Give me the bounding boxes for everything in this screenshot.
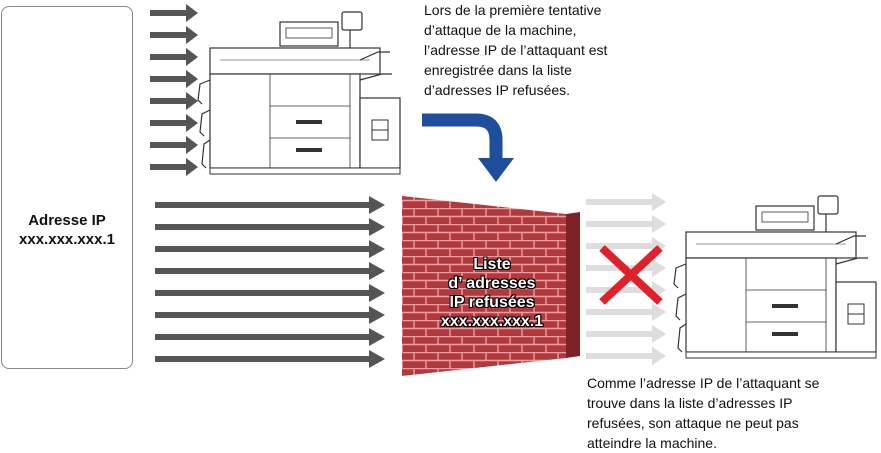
- blocked-cross-icon: [599, 245, 663, 305]
- attack-arrow: [150, 26, 198, 44]
- attack-arrow: [155, 196, 385, 214]
- attack-arrow: [155, 328, 385, 346]
- bottom-note-line: refusées, son attaque ne peut pas: [587, 415, 799, 431]
- attack-arrow: [155, 306, 385, 324]
- attacker-panel: [1, 6, 133, 369]
- wall-line: IP refusées: [449, 294, 535, 311]
- attack-arrow: [155, 218, 385, 236]
- attack-arrow: [155, 262, 385, 280]
- top-note-line: Lors de la première tentative: [424, 2, 602, 18]
- attack-arrow: [150, 48, 198, 66]
- top-note-line: d’adresses IP refusées.: [424, 82, 571, 98]
- rejected-arrow: [586, 303, 666, 321]
- wall-line: xxx.xxx.xxx.1: [440, 313, 544, 330]
- rejected-arrow: [586, 347, 666, 365]
- attack-arrow: [150, 158, 198, 176]
- attack-arrow: [155, 350, 385, 368]
- top-explanation: Lors de la première tentative d’attaque …: [424, 0, 674, 100]
- attack-arrow: [150, 114, 198, 132]
- attack-arrow: [155, 240, 385, 258]
- printer-icon-bottom: [673, 195, 877, 359]
- blocklist-label: Liste d’ adresses IP refusées xxx.xxx.xx…: [418, 255, 566, 331]
- bottom-note-line: atteindre la machine.: [587, 435, 717, 451]
- rejected-arrow: [586, 215, 666, 233]
- bottom-note-line: trouve dans la liste d’adresses IP: [587, 395, 793, 411]
- top-note-line: d’attaque de la machine,: [424, 22, 577, 38]
- bottom-explanation: Comme l’adresse IP de l’attaquant se tro…: [587, 373, 877, 453]
- printer-icon-top: [197, 11, 401, 175]
- attacker-title: Adresse IP: [28, 212, 106, 229]
- flow-arrow-icon: [422, 113, 514, 182]
- attack-arrow: [150, 136, 198, 154]
- rejected-arrow: [586, 193, 666, 211]
- attack-arrow: [155, 284, 385, 302]
- top-note-line: enregistrée dans la liste: [424, 62, 572, 78]
- firewall-wall-icon: [402, 196, 580, 376]
- top-note-line: l’adresse IP de l’attaquant est: [424, 42, 608, 58]
- wall-line: Liste: [473, 256, 511, 273]
- blocked-attack-arrows: [155, 196, 385, 368]
- wall-line: d’ adresses: [448, 275, 536, 292]
- attack-arrow: [150, 70, 198, 88]
- attack-arrow: [150, 92, 198, 110]
- bottom-note-line: Comme l’adresse IP de l’attaquant se: [587, 375, 820, 391]
- attacker-ip: xxx.xxx.xxx.1: [19, 231, 115, 248]
- attacker-label: Adresse IP xxx.xxx.xxx.1: [1, 211, 133, 249]
- attack-arrow: [150, 4, 198, 22]
- rejected-arrow: [586, 325, 666, 343]
- initial-attack-arrows: [150, 4, 198, 176]
